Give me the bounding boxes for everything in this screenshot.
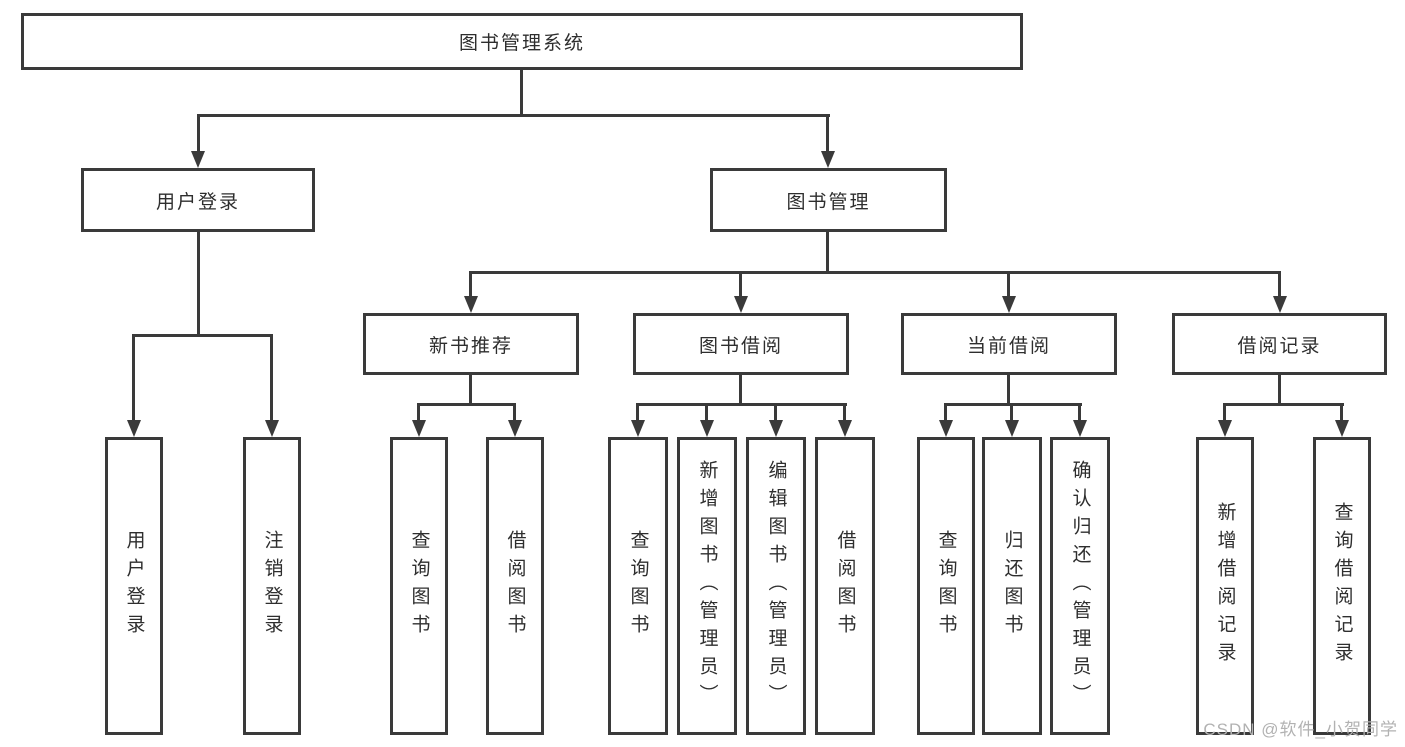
leaf-user-login-label: 用户登录 — [123, 530, 145, 642]
leaf-cb-confirm-return-label: 确认归还（管理员） — [1069, 460, 1091, 712]
arrow-down-icon — [1002, 296, 1016, 313]
node-root-label: 图书管理系统 — [458, 33, 585, 54]
arrow-down-icon — [1335, 420, 1349, 437]
arrow-down-icon — [821, 151, 835, 168]
node-user-login: 用户登录 — [81, 168, 315, 232]
arrow-down-icon — [265, 420, 279, 437]
leaf-user-login: 用户登录 — [105, 437, 163, 735]
arrow-down-icon — [508, 420, 522, 437]
arrow-down-icon — [838, 420, 852, 437]
arrow-down-icon — [734, 296, 748, 313]
connector-line — [417, 403, 420, 421]
leaf-br-query-record-label: 查询借阅记录 — [1331, 502, 1353, 670]
connector-line — [270, 334, 273, 420]
leaf-bb-query-book-label: 查询图书 — [627, 530, 649, 642]
leaf-br-query-record: 查询借阅记录 — [1313, 437, 1371, 735]
arrow-down-icon — [1218, 420, 1232, 437]
leaf-bb-borrow-book-label: 借阅图书 — [834, 530, 856, 642]
node-book-mgmt: 图书管理 — [710, 168, 947, 232]
connector-line — [417, 403, 516, 406]
connector-line — [197, 232, 200, 337]
connector-line — [1007, 375, 1010, 406]
connector-line — [774, 403, 777, 421]
leaf-rec-query-book-label: 查询图书 — [408, 530, 430, 642]
node-new-book-rec: 新书推荐 — [363, 313, 579, 375]
node-root: 图书管理系统 — [21, 13, 1023, 70]
connector-line — [1007, 271, 1010, 296]
node-book-borrow-label: 图书借阅 — [698, 335, 783, 357]
node-user-login-label: 用户登录 — [155, 191, 240, 213]
node-borrow-records: 借阅记录 — [1172, 313, 1387, 375]
node-new-book-rec-label: 新书推荐 — [428, 335, 513, 357]
arrow-down-icon — [631, 420, 645, 437]
connector-line — [636, 403, 639, 421]
leaf-rec-borrow-book: 借阅图书 — [486, 437, 544, 735]
leaf-bb-edit-book: 编辑图书（管理员） — [746, 437, 806, 735]
connector-line — [636, 403, 847, 406]
leaf-logout-label: 注销登录 — [261, 530, 283, 642]
arrow-down-icon — [939, 420, 953, 437]
arrow-down-icon — [1005, 420, 1019, 437]
connector-line — [739, 375, 742, 406]
connector-line — [1223, 403, 1344, 406]
connector-line — [1010, 403, 1013, 421]
arrow-down-icon — [127, 420, 141, 437]
leaf-logout: 注销登录 — [243, 437, 301, 735]
connector-line — [1278, 375, 1281, 406]
node-current-borrow: 当前借阅 — [901, 313, 1117, 375]
connector-line — [944, 403, 1082, 406]
arrow-down-icon — [1273, 296, 1287, 313]
leaf-bb-edit-book-label: 编辑图书（管理员） — [765, 460, 787, 712]
connector-line — [132, 334, 273, 337]
node-borrow-records-label: 借阅记录 — [1237, 335, 1322, 357]
arrow-down-icon — [769, 420, 783, 437]
connector-line — [1278, 271, 1281, 296]
connector-line — [469, 271, 1281, 274]
connector-line — [705, 403, 708, 421]
watermark: CSDN @软件_小贺同学 — [1203, 720, 1398, 739]
arrow-down-icon — [700, 420, 714, 437]
arrow-down-icon — [191, 151, 205, 168]
node-book-borrow: 图书借阅 — [633, 313, 849, 375]
connector-line — [826, 232, 829, 274]
connector-line — [944, 403, 947, 421]
arrow-down-icon — [464, 296, 478, 313]
connector-line — [132, 334, 135, 420]
connector-line — [513, 403, 516, 421]
connector-line — [520, 69, 523, 116]
leaf-rec-borrow-book-label: 借阅图书 — [504, 530, 526, 642]
connector-line — [197, 114, 830, 117]
arrow-down-icon — [1073, 420, 1087, 437]
leaf-cb-return-book-label: 归还图书 — [1001, 530, 1023, 642]
leaf-bb-borrow-book: 借阅图书 — [815, 437, 875, 735]
leaf-bb-add-book: 新增图书（管理员） — [677, 437, 737, 735]
connector-line — [826, 114, 829, 151]
arrow-down-icon — [412, 420, 426, 437]
connector-line — [469, 375, 472, 406]
leaf-rec-query-book: 查询图书 — [390, 437, 448, 735]
connector-line — [1078, 403, 1081, 421]
leaf-cb-query-book: 查询图书 — [917, 437, 975, 735]
leaf-cb-confirm-return: 确认归还（管理员） — [1050, 437, 1110, 735]
connector-line — [1223, 403, 1226, 421]
leaf-cb-return-book: 归还图书 — [982, 437, 1042, 735]
leaf-cb-query-book-label: 查询图书 — [935, 530, 957, 642]
node-current-borrow-label: 当前借阅 — [966, 335, 1051, 357]
connector-line — [469, 271, 472, 296]
leaf-bb-add-book-label: 新增图书（管理员） — [696, 460, 718, 712]
connector-line — [739, 271, 742, 296]
leaf-br-add-record: 新增借阅记录 — [1196, 437, 1254, 735]
connector-line — [1340, 403, 1343, 421]
leaf-bb-query-book: 查询图书 — [608, 437, 668, 735]
node-book-mgmt-label: 图书管理 — [786, 191, 871, 213]
connector-line — [197, 114, 200, 151]
leaf-br-add-record-label: 新增借阅记录 — [1214, 502, 1236, 670]
connector-line — [843, 403, 846, 421]
